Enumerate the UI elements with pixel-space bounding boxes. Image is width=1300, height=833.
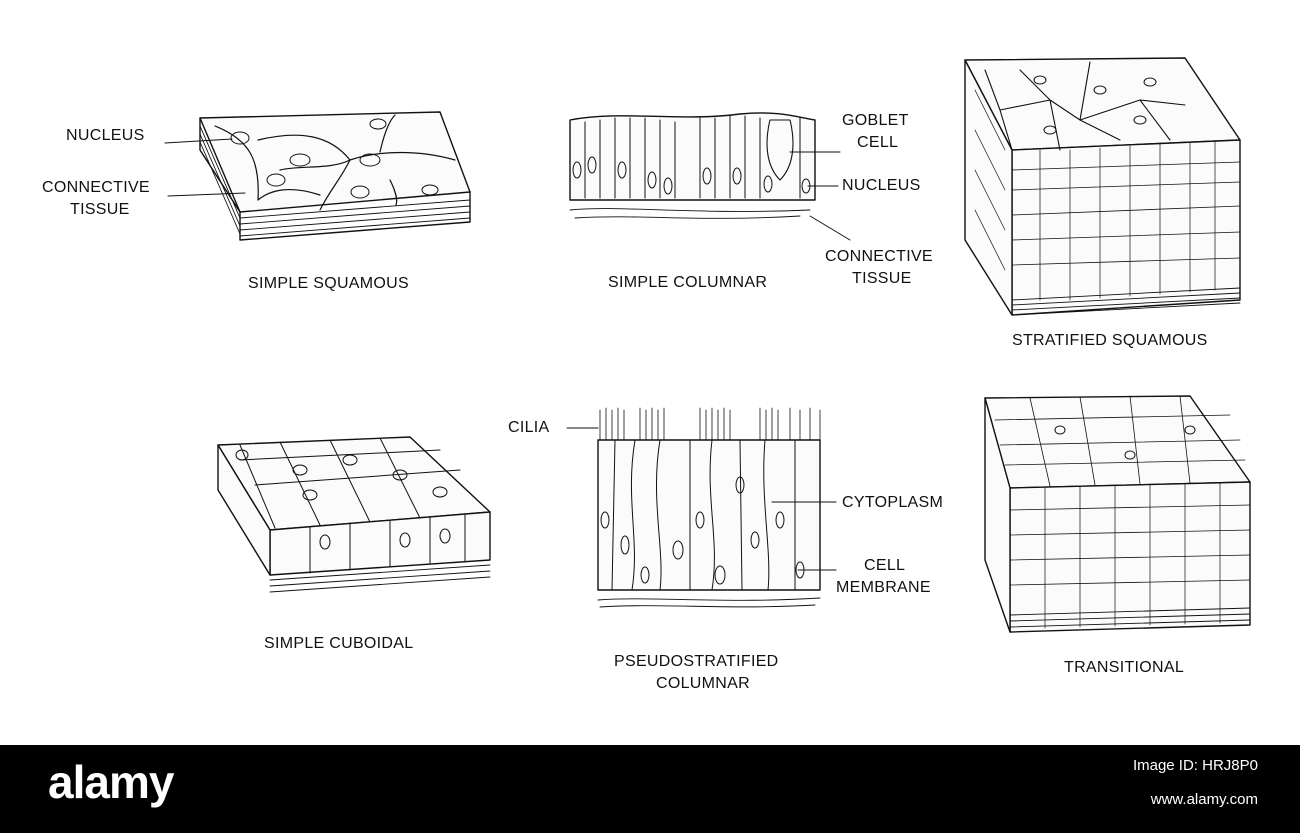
label-cilia: CILIA xyxy=(508,419,550,436)
label-nucleus-columnar: NUCLEUS xyxy=(842,177,921,194)
label-membrane-line1: CELL xyxy=(864,557,906,574)
pseudostratified-drawing xyxy=(566,407,837,608)
label-connective-squamous-line1: CONNECTIVE xyxy=(42,179,150,196)
simple-cuboidal-drawing xyxy=(217,436,491,593)
label-connective-columnar-line1: CONNECTIVE xyxy=(825,248,933,265)
brand-logo: alamy xyxy=(48,756,174,808)
label-membrane-line2: MEMBRANE xyxy=(836,579,931,596)
simple-squamous-drawing xyxy=(164,111,471,241)
simple-columnar-drawing xyxy=(569,112,851,241)
caption-simple-squamous: SIMPLE SQUAMOUS xyxy=(248,275,409,292)
tissue-drawings xyxy=(164,57,1251,633)
caption-simple-columnar: SIMPLE COLUMNAR xyxy=(608,274,768,291)
label-goblet-line1: GOBLET xyxy=(842,112,909,129)
caption-transitional: TRANSITIONAL xyxy=(1064,659,1185,676)
watermark-footer: alamy Image ID: HRJ8P0 www.alamy.com xyxy=(0,745,1300,833)
caption-pseudostratified-line1: PSEUDOSTRATIFIED xyxy=(614,653,779,670)
site-url-text: www.alamy.com xyxy=(1150,791,1258,808)
label-connective-columnar-line2: TISSUE xyxy=(852,270,912,287)
image-id-text: Image ID: HRJ8P0 xyxy=(1132,757,1258,774)
caption-stratified-squamous: STRATIFIED SQUAMOUS xyxy=(1012,332,1208,349)
label-connective-squamous-line2: TISSUE xyxy=(70,201,130,218)
stratified-squamous-drawing xyxy=(964,57,1241,316)
caption-simple-cuboidal: SIMPLE CUBOIDAL xyxy=(264,635,414,652)
caption-pseudostratified-line2: COLUMNAR xyxy=(656,675,750,692)
transitional-drawing xyxy=(984,395,1251,633)
label-cytoplasm: CYTOPLASM xyxy=(842,494,944,511)
label-goblet-line2: CELL xyxy=(857,134,899,151)
label-nucleus-squamous: NUCLEUS xyxy=(66,127,145,144)
diagram-canvas: NUCLEUS CONNECTIVE TISSUE GOBLET CELL NU… xyxy=(42,57,1251,692)
